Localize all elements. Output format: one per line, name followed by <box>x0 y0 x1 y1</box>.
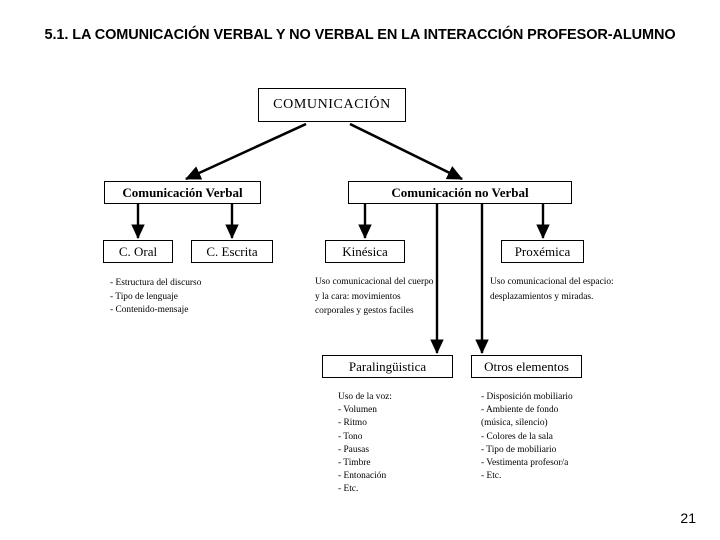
node-proxemica[interactable]: Proxémica <box>501 240 584 263</box>
detail-list-otros-elementos: - Disposición mobiliario - Ambiente de f… <box>481 392 573 482</box>
node-kinesica[interactable]: Kinésica <box>325 240 405 263</box>
detail-text-kinesica: Uso comunicacional del cuerpo y la cara:… <box>315 277 434 316</box>
node-c-escrita[interactable]: C. Escrita <box>191 240 273 263</box>
node-comunicacion-no-verbal[interactable]: Comunicación no Verbal <box>348 181 572 204</box>
edge-root-to-no-verbal <box>349 122 463 181</box>
node-comunicacion-verbal[interactable]: Comunicación Verbal <box>104 181 261 204</box>
detail-text-proxemica: Uso comunicacional del espacio: desplaza… <box>490 277 614 302</box>
node-c-oral[interactable]: C. Oral <box>103 240 173 263</box>
node-comunicacion[interactable]: COMUNICACIÓN <box>258 88 406 122</box>
page-number: 21 <box>680 510 696 526</box>
page-title: 5.1. LA COMUNICACIÓN VERBAL Y NO VERBAL … <box>44 27 676 43</box>
edge-root-to-verbal <box>185 122 307 181</box>
node-otros-elementos[interactable]: Otros elementos <box>471 355 582 378</box>
detail-list-comunicacion-verbal: - Estructura del discurso - Tipo de leng… <box>110 278 202 315</box>
node-paralinguistica[interactable]: Paralingüistica <box>322 355 453 378</box>
detail-list-paralinguistica: Uso de la voz: - Volumen - Ritmo - Tono … <box>338 392 392 495</box>
